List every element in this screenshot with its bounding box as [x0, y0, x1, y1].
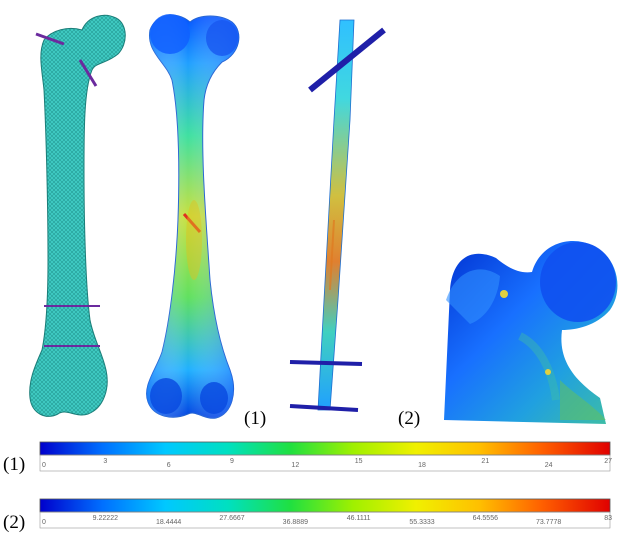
- colorbar-1-tick: 18: [418, 462, 426, 469]
- greater-trochanter: [206, 20, 238, 56]
- distal-screw-1: [289, 360, 363, 366]
- colorbar-1-tick: 3: [103, 458, 107, 465]
- colorbar-1-tick: 24: [545, 462, 553, 469]
- colorbar-2-tick: 9.22222: [93, 515, 118, 522]
- zoomed-proximal-femur: [444, 241, 618, 424]
- colorbar-1: (1) 0 3 6 9 12 15 18 21 24 27: [3, 441, 612, 475]
- colorbar-2-tick: 36.8889: [283, 519, 308, 526]
- proximal-screw: [308, 27, 386, 93]
- colorbar-1-tick: 12: [291, 462, 299, 469]
- figure-label-1: (1): [244, 408, 266, 429]
- colorbar-1-tick: 6: [167, 462, 171, 469]
- colorbar-2-tick: 83: [604, 515, 612, 522]
- colorbar-1-tick: 27: [604, 458, 612, 465]
- colorbar-1-label: (1): [3, 454, 25, 475]
- colorbar-2-gradient: [39, 498, 611, 513]
- figure-label-2: (2): [398, 408, 420, 429]
- meshed-femur: [29, 14, 126, 417]
- stress-femur: [146, 14, 240, 419]
- colorbar-2-tick: 18.4444: [156, 519, 181, 526]
- distal-screw-2: [289, 404, 359, 412]
- colorbar-1-tick: 21: [481, 458, 489, 465]
- colorbar-2-tick: 0: [42, 519, 46, 526]
- colorbar-2-tick: 73.7778: [536, 519, 561, 526]
- stress-hotspot: [182, 213, 202, 233]
- colorbar-1-tick: 0: [42, 462, 46, 469]
- femoral-head: [150, 14, 190, 54]
- colorbar-1-tick: 9: [230, 458, 234, 465]
- condyle-left: [150, 378, 182, 414]
- colorbar-1-gradient: [39, 441, 611, 456]
- fixture-upper-right: [78, 59, 98, 87]
- colorbar-2-tick: 27.6667: [219, 515, 244, 522]
- colorbar-2-tick: 64.5556: [473, 515, 498, 522]
- colorbar-2: (2) 0 9.22222 18.4444 27.6667 36.8889 46.1111…: [3, 498, 612, 533]
- colorbar-2-tick: 46.1111: [347, 515, 371, 522]
- colorbar-2-tick: 55.3333: [409, 519, 434, 526]
- intramedullary-rod: [289, 19, 386, 412]
- condyle-right: [200, 382, 228, 414]
- fixture-upper-left: [35, 32, 65, 46]
- colorbar-2-label: (2): [3, 512, 25, 533]
- zoom-femoral-head: [540, 242, 616, 322]
- colorbar-1-tick: 15: [355, 458, 363, 465]
